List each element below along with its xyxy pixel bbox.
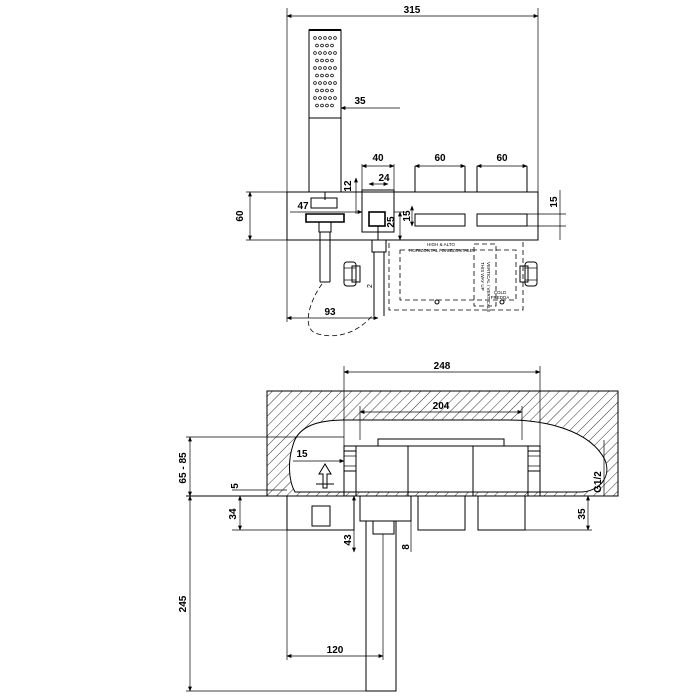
label-vert-2: THIS WAY UP <box>480 262 485 291</box>
dim-120: 120 <box>327 645 344 656</box>
nozzle-dot <box>315 88 319 93</box>
handshower-nozzles <box>313 36 337 108</box>
nozzle-dot <box>318 81 322 85</box>
handshower <box>308 29 342 200</box>
nozzle-dot <box>333 51 337 55</box>
dim-8: 8 <box>401 544 412 550</box>
nozzle-dot <box>318 66 322 70</box>
nozzle-dot <box>313 66 317 70</box>
nozzle-dot <box>325 88 329 93</box>
nozzle-dot <box>323 66 327 70</box>
dim-24: 24 <box>378 173 390 184</box>
dim-34: 34 <box>228 508 239 520</box>
dim-245: 245 <box>178 595 189 612</box>
dim-12: 12 <box>343 180 354 192</box>
nozzle-dot <box>318 36 322 40</box>
nozzle-dot <box>320 73 324 78</box>
dim-315: 315 <box>404 5 421 16</box>
top-view: HIGH & ALTO HORIZONTAL / ORIZZONTALE COL… <box>235 5 566 337</box>
up-arrow-icon <box>316 463 334 489</box>
nozzle-dot <box>313 96 317 100</box>
label-cold-2: FREDDA <box>491 295 510 300</box>
dim-15: 15 <box>296 449 308 460</box>
handle-box-1 <box>414 166 466 227</box>
nozzle-dot <box>328 81 332 85</box>
nozzle-dot <box>333 66 337 70</box>
nozzle-dot <box>328 66 332 70</box>
nozzle-dot <box>315 58 319 63</box>
concealed-valve-body <box>343 438 541 497</box>
concealed-body: HIGH & ALTO HORIZONTAL / ORIZZONTALE COL… <box>343 239 538 312</box>
nozzle-dot <box>320 103 324 108</box>
dim-35: 35 <box>577 508 588 520</box>
side-dimensions: 248 204 65 - 85 15 5 34 43 <box>178 361 605 692</box>
dim-60-handle-2: 60 <box>496 153 508 164</box>
dim-40: 40 <box>372 153 384 164</box>
hose-holder <box>305 197 373 337</box>
nozzle-dot <box>323 81 327 85</box>
label-hot-1: HIGH & ALTO <box>427 242 455 247</box>
nozzle-dot <box>325 73 329 78</box>
dim-25: 25 <box>386 216 397 228</box>
front-components <box>286 495 526 692</box>
nozzle-dot <box>328 96 332 100</box>
nozzle-dot <box>328 36 332 40</box>
dim-35: 35 <box>354 96 366 107</box>
handle-box-2 <box>476 166 528 227</box>
nozzle-dot <box>333 96 337 100</box>
dim-g12: G1/2 <box>593 471 604 493</box>
dim-93: 93 <box>324 307 336 318</box>
label-vert-1: VERTICAL / VERTICALE <box>486 262 491 312</box>
nozzle-dot <box>330 58 334 63</box>
dim-204: 204 <box>433 401 450 412</box>
nozzle-dot <box>325 43 329 48</box>
nozzle-dot <box>320 43 324 48</box>
nozzle-dot <box>313 81 317 85</box>
nozzle-dot <box>325 58 329 63</box>
dim-47: 47 <box>297 201 309 212</box>
nozzle-dot <box>333 36 337 40</box>
label-cold-1: COLD <box>494 290 507 295</box>
nozzle-dot <box>330 88 334 93</box>
nozzle-dot <box>318 96 322 100</box>
dim-5: 5 <box>230 483 241 489</box>
label-hot-2: HORIZONTAL / ORIZZONTALE <box>409 248 472 253</box>
nozzle-dot <box>315 103 319 108</box>
nozzle-dot <box>330 43 334 48</box>
nozzle-dot <box>313 36 317 40</box>
nozzle-dot <box>320 58 324 63</box>
dim-15-left: 15 <box>402 210 413 222</box>
top-dimensions: 315 35 40 60 60 24 12 60 <box>235 5 566 322</box>
dim-2: 2 <box>367 284 374 288</box>
nozzle-dot <box>315 73 319 78</box>
dim-15-right: 15 <box>549 196 560 208</box>
dim-65-85: 65 - 85 <box>178 452 189 484</box>
nozzle-dot <box>313 51 317 55</box>
nozzle-dot <box>323 51 327 55</box>
nozzle-dot <box>330 73 334 78</box>
nozzle-dot <box>330 103 334 108</box>
side-view: 248 204 65 - 85 15 5 34 43 <box>178 361 619 692</box>
nozzle-dot <box>315 43 319 48</box>
wall-plate <box>286 191 539 241</box>
nozzle-dot <box>318 51 322 55</box>
nozzle-dot <box>325 103 329 108</box>
nozzle-dot <box>320 88 324 93</box>
nozzle-dot <box>333 81 337 85</box>
dim-43: 43 <box>343 534 354 546</box>
nozzle-dot <box>323 96 327 100</box>
dim-60-height: 60 <box>235 210 246 222</box>
dim-248: 248 <box>434 361 451 372</box>
nozzle-dot <box>328 51 332 55</box>
nozzle-dot <box>323 36 327 40</box>
dim-60-handle-1: 60 <box>434 153 446 164</box>
